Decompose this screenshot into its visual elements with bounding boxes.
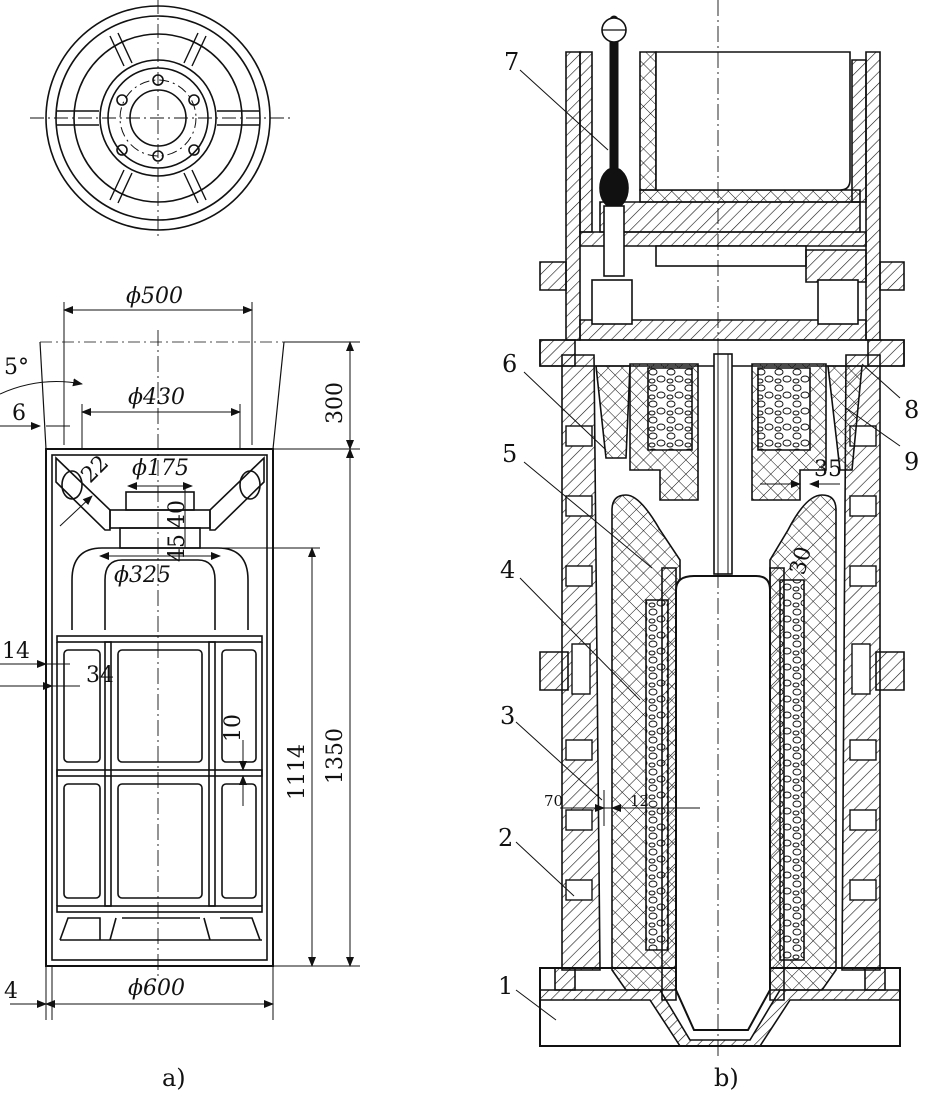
- dim-ten: 10: [221, 714, 246, 742]
- elevation-dimension-text: ϕ500 ϕ430 ϕ175 ϕ325 ϕ600 5° 6 4 14 34 22…: [2, 284, 348, 1092]
- part-label-7: 7: [504, 48, 519, 76]
- elevation-view: [39, 330, 285, 980]
- dim-fourteen: 14: [2, 639, 30, 664]
- part-leaders: [515, 69, 901, 1021]
- part-label-3: 3: [500, 702, 515, 730]
- dim-six: 6: [12, 401, 26, 426]
- dim-thirtyfour: 34: [86, 663, 114, 688]
- caption-b: b): [714, 1064, 739, 1092]
- part-label-5: 5: [502, 440, 517, 468]
- dim-h1350: 1350: [323, 728, 348, 784]
- dim-four: 4: [4, 979, 18, 1004]
- section-view: [539, 15, 905, 1047]
- plan-view: [30, 0, 290, 240]
- dim-d600: ϕ600: [128, 976, 185, 1001]
- dim-seventy: 70: [544, 792, 563, 810]
- part-label-1: 1: [498, 972, 513, 1000]
- part-label-2: 2: [498, 824, 513, 852]
- dim-d325: ϕ325: [114, 563, 171, 588]
- elevation-dimensions: [0, 302, 360, 1020]
- dim-d500: ϕ500: [126, 284, 183, 309]
- dim-d430: ϕ430: [128, 385, 185, 410]
- dim-h300: 300: [323, 382, 348, 424]
- section-text: 7 6 5 4 3 2 1 8 9 35 30 70 12 b): [498, 48, 919, 1092]
- dim-fortyfive: 45: [165, 534, 190, 562]
- part-label-8: 8: [904, 396, 919, 424]
- part-label-6: 6: [502, 350, 517, 378]
- caption-a: a): [162, 1064, 186, 1092]
- dim-thirtyfive: 35: [814, 457, 842, 482]
- dim-h1114: 1114: [285, 744, 310, 800]
- dim-twelve: 12: [630, 792, 649, 810]
- part-label-9: 9: [904, 448, 919, 476]
- dim-forty: 40: [165, 500, 190, 528]
- dim-d175: ϕ175: [132, 456, 189, 481]
- dim-angle: 5°: [4, 355, 29, 380]
- part-label-4: 4: [500, 556, 515, 584]
